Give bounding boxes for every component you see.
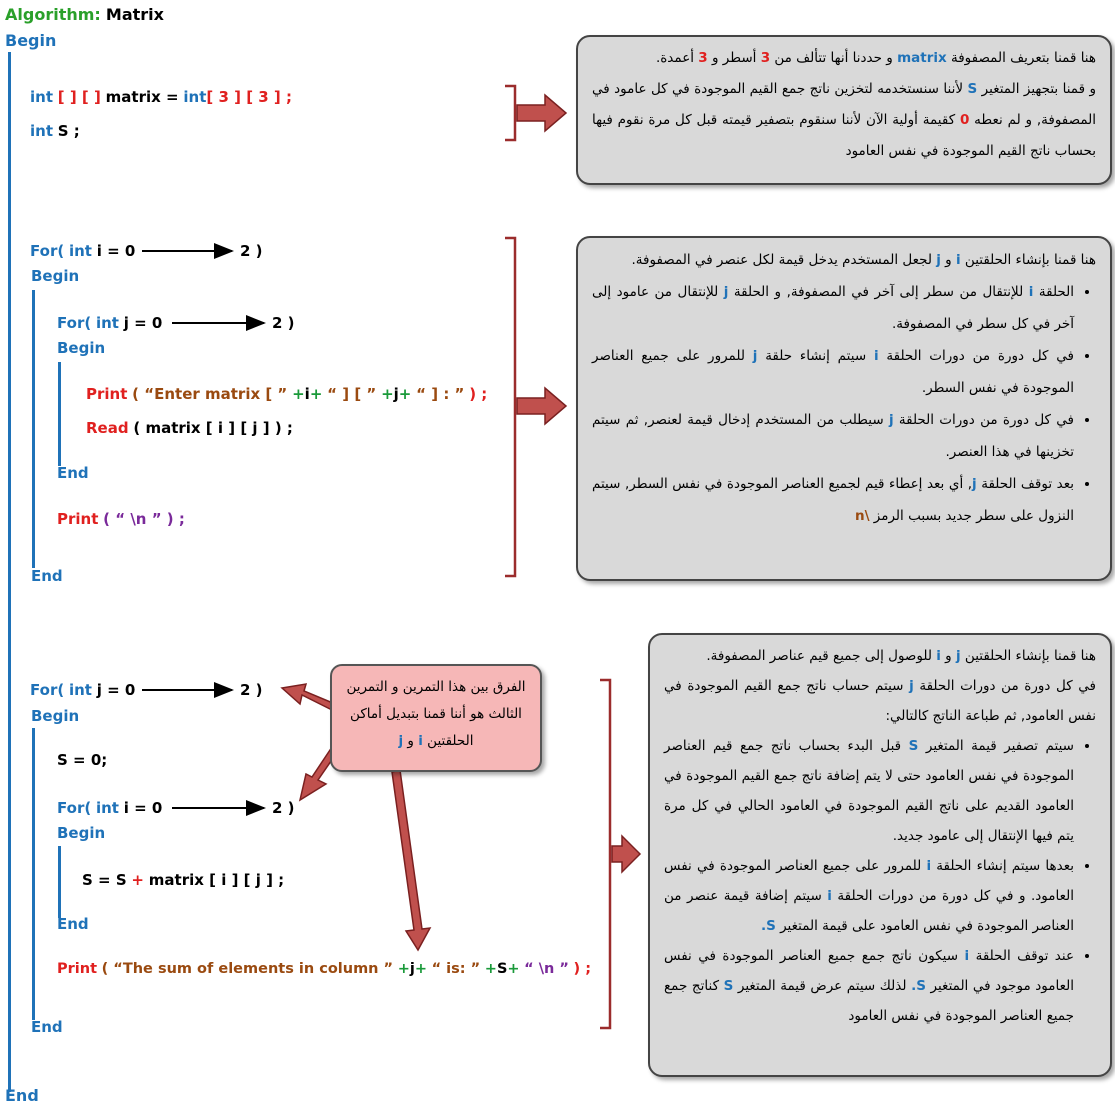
bullet: في كل دورة من دورات الحلقة i سيتم إنشاء …	[592, 340, 1074, 404]
loop-j-block-line	[58, 362, 61, 466]
for-i-end: 2 )	[240, 242, 263, 260]
bullet: عند توقف الحلقة i سيكون ناتج جمع جميع ال…	[664, 941, 1074, 1031]
read-line: Read ( matrix [ i ] [ j ] ) ;	[86, 419, 293, 437]
sum-line: S = S + matrix [ i ] [ j ] ;	[82, 871, 285, 889]
bullet: بعد توقف الحلقة j, أي بعد إعطاء قيم لجمي…	[592, 468, 1074, 532]
bracket-2	[505, 236, 517, 578]
bullet: سيتم تصفير قيمة المتغير S قبل البدء بحسا…	[664, 731, 1074, 851]
s-zero-line: S = 0;	[57, 751, 108, 769]
loop-i2-block-line	[58, 846, 61, 918]
bracket-3	[600, 678, 612, 1030]
outer-begin: Begin	[5, 31, 57, 50]
for-i-line: For( int i = 0	[30, 242, 136, 260]
for-j-end: 2 )	[272, 314, 295, 332]
print-newline-line: Print ( “ \n ” ) ;	[57, 510, 185, 528]
block-arrow-2	[516, 386, 568, 426]
block-arrow-1	[516, 93, 568, 133]
note-sum-bullets: سيتم تصفير قيمة المتغير S قبل البدء بحسا…	[664, 731, 1096, 1031]
pointer-to-print	[391, 769, 432, 952]
note-input-bullets: الحلقة i للإنتقال من سطر إلى آخر في المص…	[592, 276, 1096, 532]
note-sum-loops: هنا قمنا بإنشاء الحلقتين j و i للوصول إل…	[648, 633, 1112, 1077]
loop-i2-begin: Begin	[57, 824, 106, 842]
for-j2-line: For( int j = 0	[30, 681, 136, 699]
decl-s-line: int S ;	[30, 122, 80, 140]
loop-j-end: End	[57, 464, 89, 482]
bullet: في كل دورة من دورات الحلقة j سيطلب من ال…	[592, 404, 1074, 468]
block-arrow-3	[611, 834, 642, 874]
outer-end: End	[5, 1086, 39, 1105]
loop-j2-block-line	[32, 728, 35, 1020]
note-declarations: هنا قمنا بتعريف المصفوفة matrix و حددنا …	[576, 35, 1112, 185]
loop-j-begin: Begin	[57, 339, 106, 357]
print-sum-line: Print ( “The sum of elements in column ”…	[57, 961, 592, 977]
loop-i2-end: End	[57, 915, 89, 933]
bullet: بعدها سيتم إنشاء الحلقة i للمرور على جمي…	[664, 851, 1074, 941]
for-j-line: For( int j = 0	[57, 314, 163, 332]
loop-j2-begin: Begin	[31, 707, 80, 725]
decl-matrix-line: int [ ] [ ] matrix = int[ 3 ] [ 3 ] ;	[30, 88, 293, 106]
loop-i-end: End	[31, 567, 63, 585]
outer-block-line	[8, 52, 11, 1092]
loop-i-block-line	[32, 290, 35, 568]
note-loop-swap: الفرق بين هذا التمرين و التمرين الثالث ه…	[330, 664, 542, 772]
loop-i-begin: Begin	[31, 267, 80, 285]
for-i2-line: For( int i = 0	[57, 799, 163, 817]
print-enter-line: Print ( “Enter matrix [ ” +i+ “ ] [ ” +j…	[86, 385, 488, 403]
bracket-1	[505, 84, 517, 142]
loop-j2-end: End	[31, 1018, 63, 1036]
note-input-loops: هنا قمنا بإنشاء الحلقتين i و j لجعل المس…	[576, 236, 1112, 581]
for-j2-end: 2 )	[240, 681, 263, 699]
algorithm-title: Algorithm: Matrix	[5, 5, 164, 24]
for-i2-end: 2 )	[272, 799, 295, 817]
bullet: الحلقة i للإنتقال من سطر إلى آخر في المص…	[592, 276, 1074, 340]
